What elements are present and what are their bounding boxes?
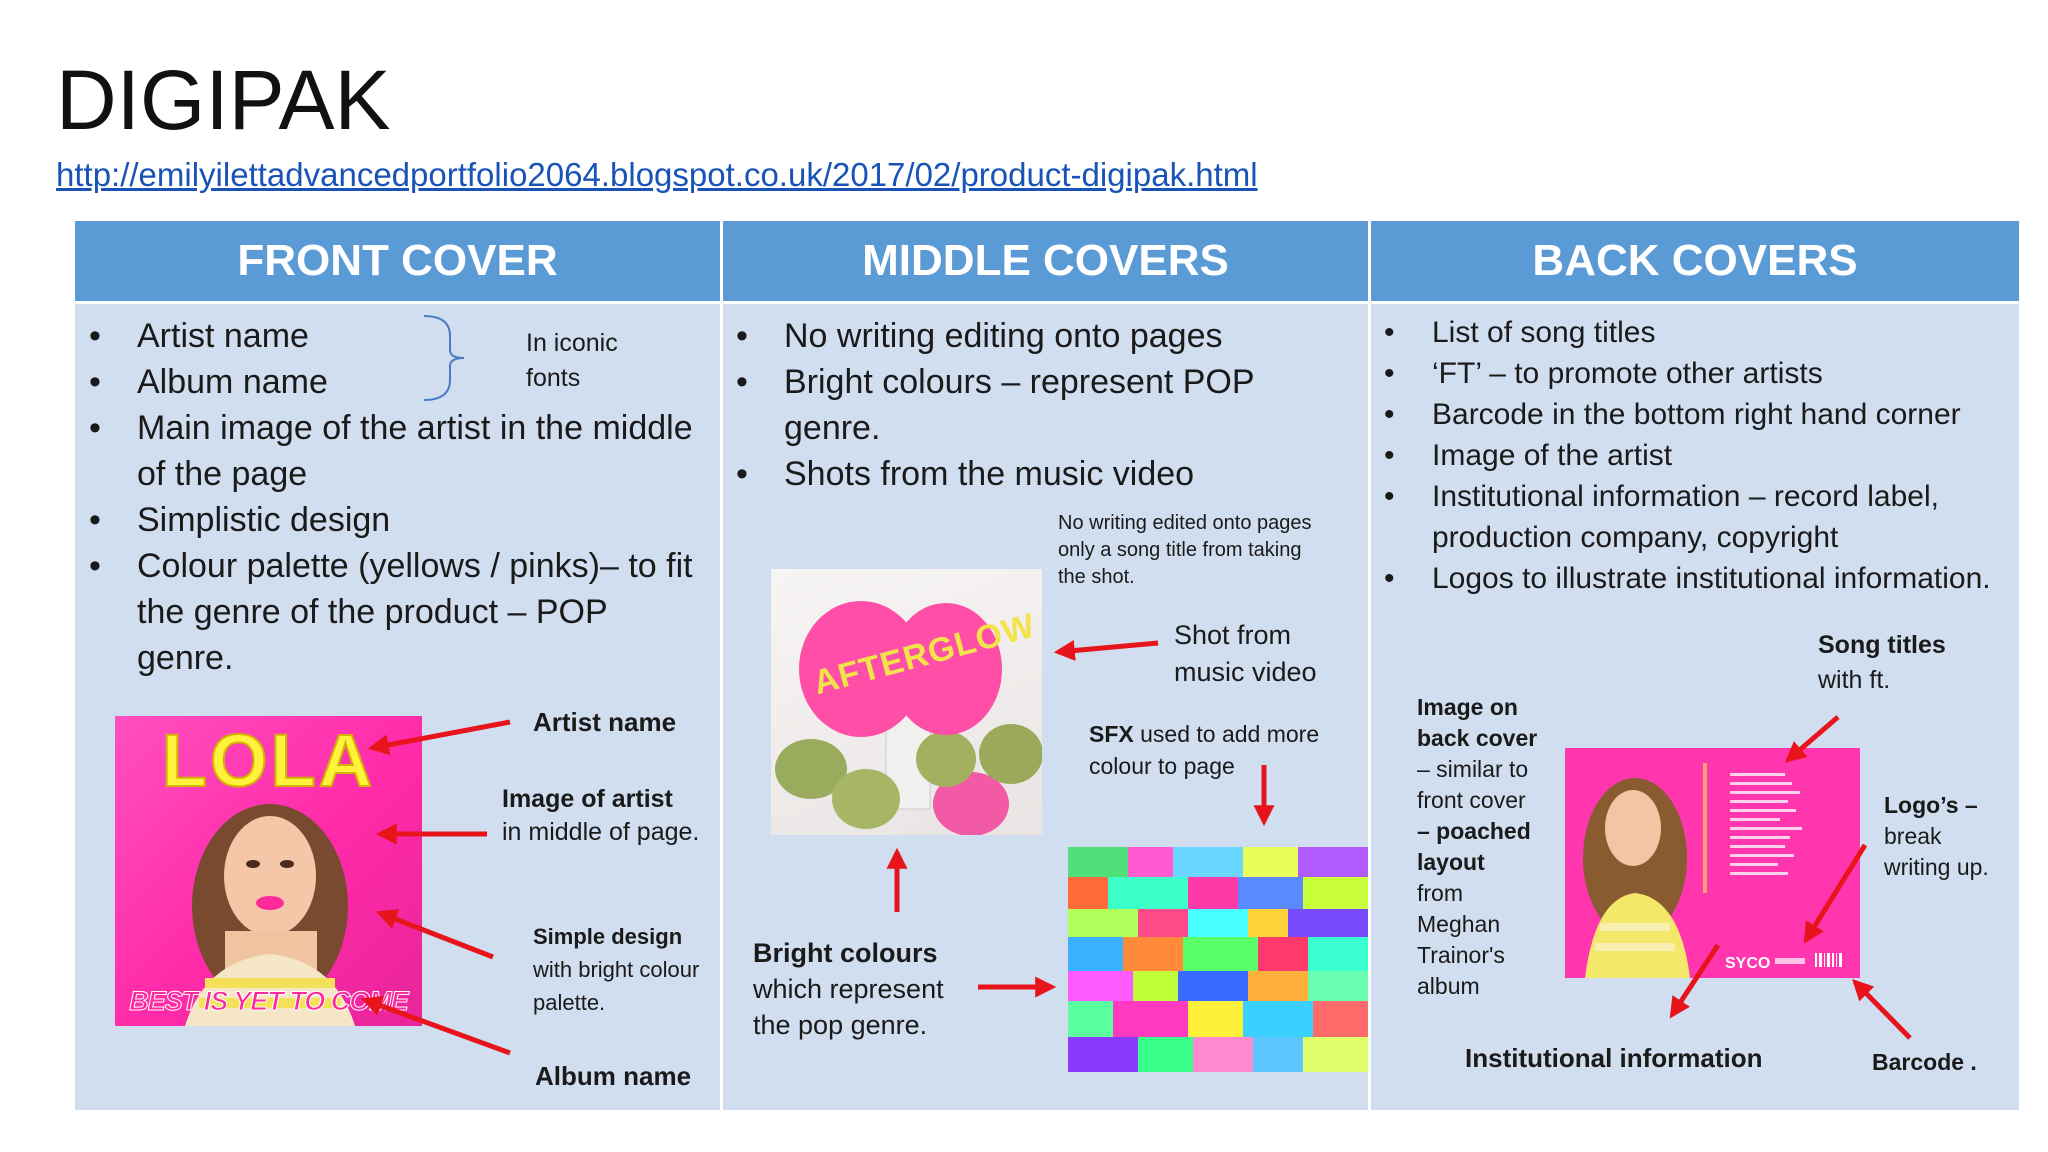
bullet-item: Artist name bbox=[75, 313, 695, 359]
header-front-cover: FRONT COVER bbox=[75, 221, 720, 301]
middle-sfx-glitch-image bbox=[1068, 847, 1368, 1072]
back-cover-image: SYCO bbox=[1565, 748, 1860, 978]
bullet-item: Colour palette (yellows / pinks)– to fit… bbox=[75, 543, 695, 681]
label-artist-name: Artist name bbox=[533, 707, 677, 737]
note-logos-rest: break writing up. bbox=[1884, 823, 1989, 880]
note-sfx: SFX used to add more colour to page bbox=[1089, 718, 1339, 782]
blog-link[interactable]: http://emilyilettadvancedportfolio2064.b… bbox=[56, 156, 1258, 193]
bullet-item: Shots from the music video bbox=[722, 451, 1302, 497]
label-simple-design: Simple design with bright colour palette… bbox=[533, 920, 703, 1019]
note-bright-rest: which represent the pop genre. bbox=[753, 974, 944, 1040]
bullet-item: List of song titles bbox=[1370, 312, 2010, 353]
note-song-titles-rest: with ft. bbox=[1818, 666, 1891, 694]
curly-brace-icon bbox=[423, 315, 465, 401]
bullet-item: No writing editing onto pages bbox=[722, 313, 1302, 359]
note-image-back-cover: Image on back cover – similar to front c… bbox=[1417, 692, 1547, 1002]
note-logos-bold: Logo’s – bbox=[1884, 792, 1978, 818]
note-no-writing: No writing edited onto pages only a song… bbox=[1058, 512, 1312, 588]
header-back-covers: BACK COVERS bbox=[1371, 221, 2019, 301]
note-logos: Logo’s – break writing up. bbox=[1884, 790, 2014, 883]
middle-bullets: No writing editing onto pages Bright col… bbox=[722, 313, 1302, 497]
bullet-item: Image of the artist bbox=[1370, 435, 2010, 476]
bullet-item: ‘FT’ – to promote other artists bbox=[1370, 353, 2010, 394]
note-sfx-rest: used to add more colour to page bbox=[1089, 721, 1320, 779]
middle-cover-photo: AFTERGLOW bbox=[771, 569, 1042, 835]
note-song-titles-bold: Song titles bbox=[1818, 631, 1946, 659]
label-image-rest: in middle of page. bbox=[502, 818, 700, 846]
bullet-item: Album name bbox=[75, 359, 695, 405]
bullet-item: Simplistic design bbox=[75, 497, 695, 543]
cover-album-text: BEST IS YET TO COME bbox=[129, 986, 410, 1017]
header-middle-covers: MIDDLE COVERS bbox=[723, 221, 1368, 301]
label-image-bold: Image of artist bbox=[502, 785, 673, 813]
bullet-item: Bright colours – represent POP genre. bbox=[722, 359, 1302, 451]
back-bullets: List of song titles ‘FT’ – to promote ot… bbox=[1370, 312, 2010, 599]
label-image-of-artist: Image of artist in middle of page. bbox=[502, 783, 702, 849]
note-image-t1: – similar to front cover bbox=[1417, 756, 1529, 813]
front-cover-image: LOLA BEST IS YET TO COME bbox=[115, 716, 422, 1026]
front-bullets: Artist name Album name Main image of the… bbox=[75, 313, 695, 681]
note-image-b2: – poached layout bbox=[1417, 818, 1531, 875]
label-album-name: Album name bbox=[535, 1061, 692, 1091]
bullet-item: Main image of the artist in the middle o… bbox=[75, 405, 695, 497]
cover-artist-text: LOLA bbox=[161, 718, 376, 803]
bullet-item: Logos to illustrate institutional inform… bbox=[1370, 558, 2010, 599]
brace-note: In iconic fonts bbox=[526, 329, 618, 392]
note-shot-from-video: Shot from music video bbox=[1174, 620, 1317, 687]
note-barcode: Barcode . bbox=[1872, 1049, 1977, 1075]
svg-text:SYCO: SYCO bbox=[1725, 955, 1770, 972]
note-image-b1: Image on back cover bbox=[1417, 694, 1538, 751]
note-image-t2: from Meghan Trainor's album bbox=[1417, 880, 1505, 999]
note-bright-bold: Bright colours bbox=[753, 938, 938, 968]
note-institutional-information: Institutional information bbox=[1465, 1043, 1763, 1073]
note-bright-colours: Bright colours which represent the pop g… bbox=[753, 935, 973, 1043]
note-song-titles: Song titles with ft. bbox=[1818, 628, 1988, 698]
bullet-item: Institutional information – record label… bbox=[1370, 476, 2010, 558]
label-simple-bold: Simple design bbox=[533, 924, 683, 949]
label-simple-rest: with bright colour palette. bbox=[533, 957, 700, 1015]
bullet-item: Barcode in the bottom right hand corner bbox=[1370, 394, 2010, 435]
note-sfx-bold: SFX bbox=[1089, 721, 1134, 747]
slide-title: DIGIPAK bbox=[56, 53, 391, 147]
